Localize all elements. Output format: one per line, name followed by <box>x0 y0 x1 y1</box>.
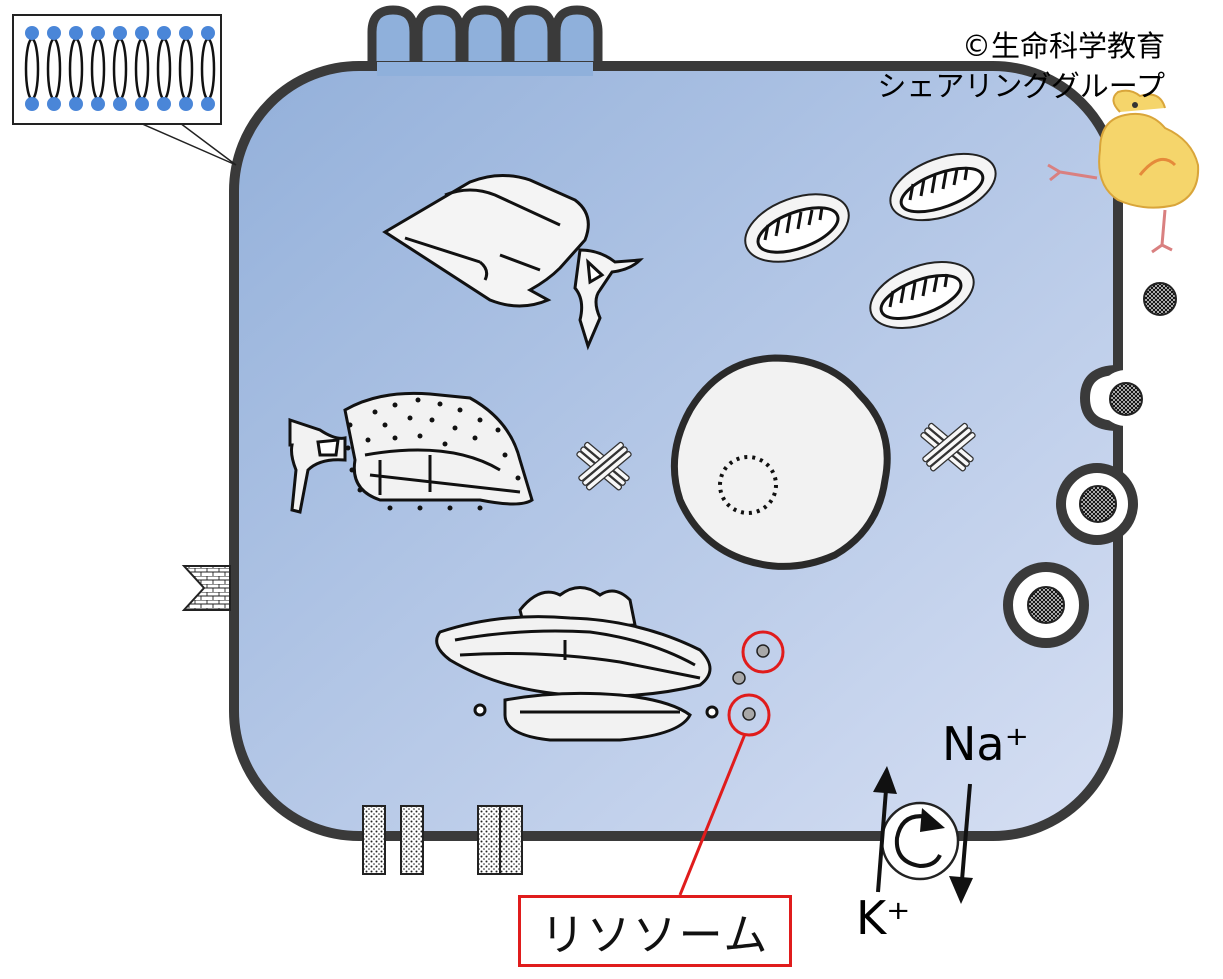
golgi-apparatus <box>435 586 719 742</box>
mitochondrion <box>869 261 975 329</box>
lipid-bilayer-callout <box>12 14 237 166</box>
sodium-potassium-pump <box>873 766 973 904</box>
sodium-ion-label: Na⁺ <box>942 717 1029 771</box>
vesicle <box>732 671 746 685</box>
centriole-left <box>576 441 632 491</box>
mitochondria <box>744 152 997 329</box>
lysosome-vesicles <box>678 630 785 896</box>
lipid-molecules <box>24 24 217 113</box>
endocytosis-vesicles <box>1003 282 1177 648</box>
highlight-ring <box>727 693 771 737</box>
callout-line <box>678 733 747 896</box>
mitochondrion <box>744 193 850 263</box>
vesicle <box>756 644 770 658</box>
copyright-line-2: シェアリンググループ <box>877 69 1165 103</box>
chick-mascot-icon <box>1047 89 1200 254</box>
microvilli <box>367 5 603 75</box>
nucleolus <box>718 455 778 515</box>
lysosome-label: リソソーム <box>518 895 792 967</box>
membrane-channels <box>362 805 523 875</box>
nucleus <box>670 354 891 570</box>
rough-endoplasmic-reticulum <box>288 391 534 514</box>
smooth-endoplasmic-reticulum <box>382 174 644 351</box>
copyright-line-1: ©生命科学教育 <box>962 29 1165 63</box>
vesicle <box>742 707 756 721</box>
potassium-ion-label: K⁺ <box>856 891 910 945</box>
centriole-right <box>920 422 976 472</box>
highlight-ring <box>741 630 785 674</box>
membrane-receptor <box>181 565 231 611</box>
mitochondrion <box>889 152 997 222</box>
